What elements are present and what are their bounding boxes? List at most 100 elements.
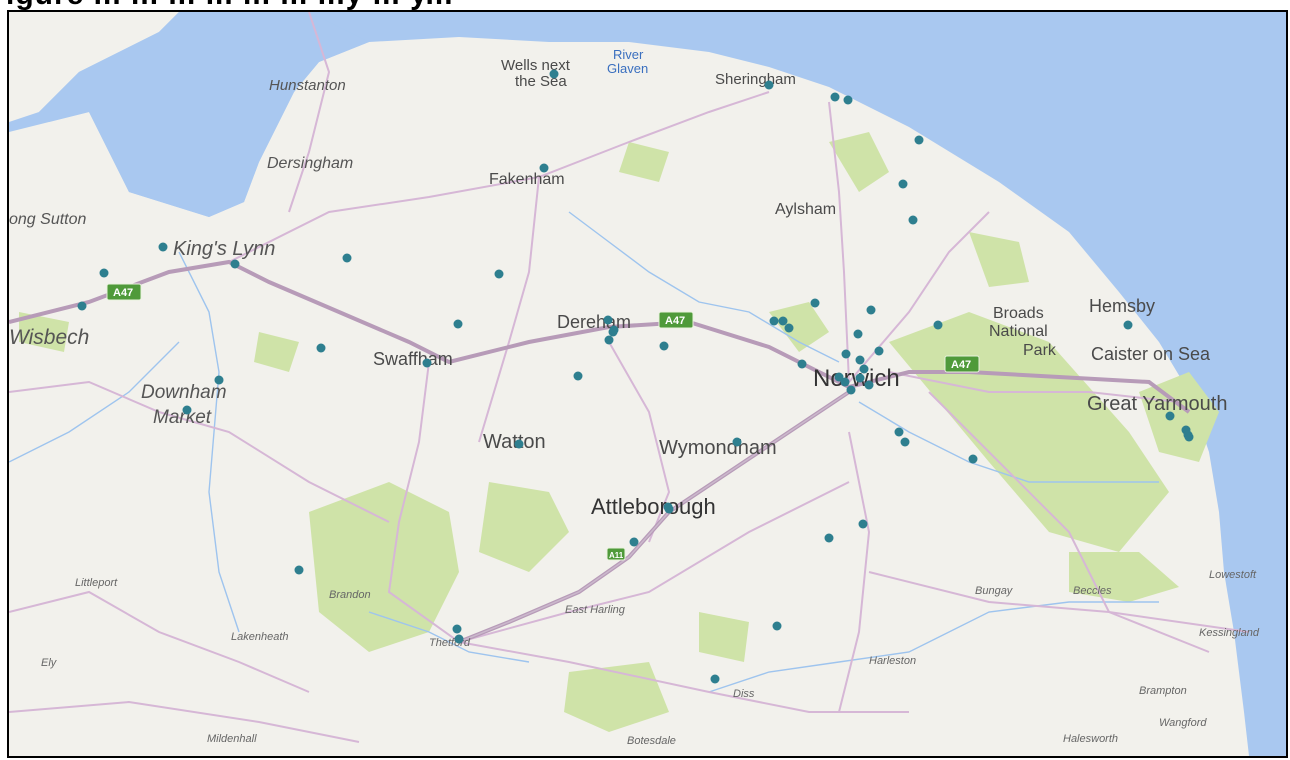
location-marker[interactable]	[629, 537, 639, 547]
location-marker[interactable]	[664, 504, 674, 514]
road-shield-a47-dereham: A47	[658, 311, 694, 329]
label-ely: Ely	[41, 657, 58, 669]
location-marker[interactable]	[859, 364, 869, 374]
location-marker[interactable]	[1184, 432, 1194, 442]
label-broads: Broads	[993, 305, 1044, 322]
location-marker[interactable]	[900, 437, 910, 447]
label-harleston: Harleston	[869, 655, 916, 667]
label-hemsby: Hemsby	[1089, 296, 1155, 316]
road-shield-a11: A11	[606, 547, 626, 561]
location-marker[interactable]	[933, 320, 943, 330]
location-marker[interactable]	[864, 380, 874, 390]
location-marker[interactable]	[834, 372, 844, 382]
road-shield-a47-east: A47	[944, 355, 980, 373]
label-bungay: Bungay	[975, 585, 1014, 597]
label-market: Market	[153, 407, 212, 428]
location-marker[interactable]	[778, 316, 788, 326]
label-wells-next: Wells next	[501, 57, 571, 74]
label-long-sutton: ong Sutton	[9, 211, 87, 228]
location-marker[interactable]	[710, 674, 720, 684]
label-river: River	[613, 47, 644, 62]
label-national: National	[989, 323, 1048, 340]
location-marker[interactable]	[494, 269, 504, 279]
location-marker[interactable]	[609, 325, 619, 335]
location-marker[interactable]	[316, 343, 326, 353]
location-marker[interactable]	[732, 437, 742, 447]
location-marker[interactable]	[769, 316, 779, 326]
location-marker[interactable]	[855, 355, 865, 365]
location-markers[interactable]	[77, 69, 1194, 684]
label-littleport: Littleport	[75, 577, 118, 589]
label-wangford: Wangford	[1159, 717, 1207, 729]
road-shield-a47-west: A47	[106, 283, 142, 301]
location-marker[interactable]	[342, 253, 352, 263]
label-brampton: Brampton	[1139, 685, 1187, 697]
norfolk-map[interactable]: A47 A47 A47 A11 Hunstanton Wells next th…	[9, 12, 1286, 756]
location-marker[interactable]	[514, 439, 524, 449]
location-marker[interactable]	[659, 341, 669, 351]
svg-text:A47: A47	[951, 359, 971, 371]
location-marker[interactable]	[898, 179, 908, 189]
label-the-sea: the Sea	[515, 73, 567, 90]
place-labels: Hunstanton Wells next the Sea River Glav…	[9, 47, 1260, 747]
location-marker[interactable]	[830, 92, 840, 102]
location-marker[interactable]	[604, 335, 614, 345]
location-marker[interactable]	[158, 242, 168, 252]
label-lowestoft: Lowestoft	[1209, 569, 1257, 581]
location-marker[interactable]	[797, 359, 807, 369]
location-marker[interactable]	[549, 69, 559, 79]
location-marker[interactable]	[453, 319, 463, 329]
rivers	[9, 211, 1159, 693]
label-caister-on-sea: Caister on Sea	[1091, 344, 1211, 364]
location-marker[interactable]	[874, 346, 884, 356]
location-marker[interactable]	[858, 519, 868, 529]
location-marker[interactable]	[810, 298, 820, 308]
map-frame[interactable]: A47 A47 A47 A11 Hunstanton Wells next th…	[7, 10, 1288, 758]
label-watton: Watton	[483, 431, 546, 453]
label-dereham: Dereham	[557, 312, 631, 332]
label-halesworth: Halesworth	[1063, 733, 1118, 745]
location-marker[interactable]	[230, 259, 240, 269]
label-wymondham: Wymondham	[659, 437, 777, 459]
location-marker[interactable]	[968, 454, 978, 464]
location-marker[interactable]	[894, 427, 904, 437]
location-marker[interactable]	[853, 329, 863, 339]
location-marker[interactable]	[784, 323, 794, 333]
location-marker[interactable]	[772, 621, 782, 631]
location-marker[interactable]	[603, 315, 613, 325]
label-attleborough: Attleborough	[591, 494, 716, 519]
label-sheringham: Sheringham	[715, 71, 796, 88]
label-mildenhall: Mildenhall	[207, 733, 257, 745]
location-marker[interactable]	[99, 268, 109, 278]
location-marker[interactable]	[214, 375, 224, 385]
label-great-yarmouth: Great Yarmouth	[1087, 393, 1227, 415]
location-marker[interactable]	[764, 80, 774, 90]
location-marker[interactable]	[182, 405, 192, 415]
location-marker[interactable]	[846, 385, 856, 395]
location-marker[interactable]	[77, 301, 87, 311]
location-marker[interactable]	[452, 624, 462, 634]
label-hunstanton: Hunstanton	[269, 77, 346, 94]
label-wisbech: Wisbech	[9, 326, 89, 349]
figure-heading-partial: igure ... ... ... ... ... ... ...y ... y…	[0, 0, 1290, 10]
location-marker[interactable]	[914, 135, 924, 145]
label-glaven: Glaven	[607, 61, 648, 76]
location-marker[interactable]	[422, 358, 432, 368]
location-marker[interactable]	[539, 163, 549, 173]
location-marker[interactable]	[454, 634, 464, 644]
road-casing	[458, 391, 850, 643]
label-park: Park	[1023, 342, 1057, 359]
svg-text:A47: A47	[113, 287, 133, 299]
location-marker[interactable]	[855, 373, 865, 383]
location-marker[interactable]	[824, 533, 834, 543]
location-marker[interactable]	[908, 215, 918, 225]
location-marker[interactable]	[843, 95, 853, 105]
location-marker[interactable]	[573, 371, 583, 381]
location-marker[interactable]	[840, 377, 850, 387]
location-marker[interactable]	[841, 349, 851, 359]
location-marker[interactable]	[1165, 411, 1175, 421]
location-marker[interactable]	[294, 565, 304, 575]
location-marker[interactable]	[866, 305, 876, 315]
label-kessingland: Kessingland	[1199, 627, 1260, 639]
location-marker[interactable]	[1123, 320, 1133, 330]
